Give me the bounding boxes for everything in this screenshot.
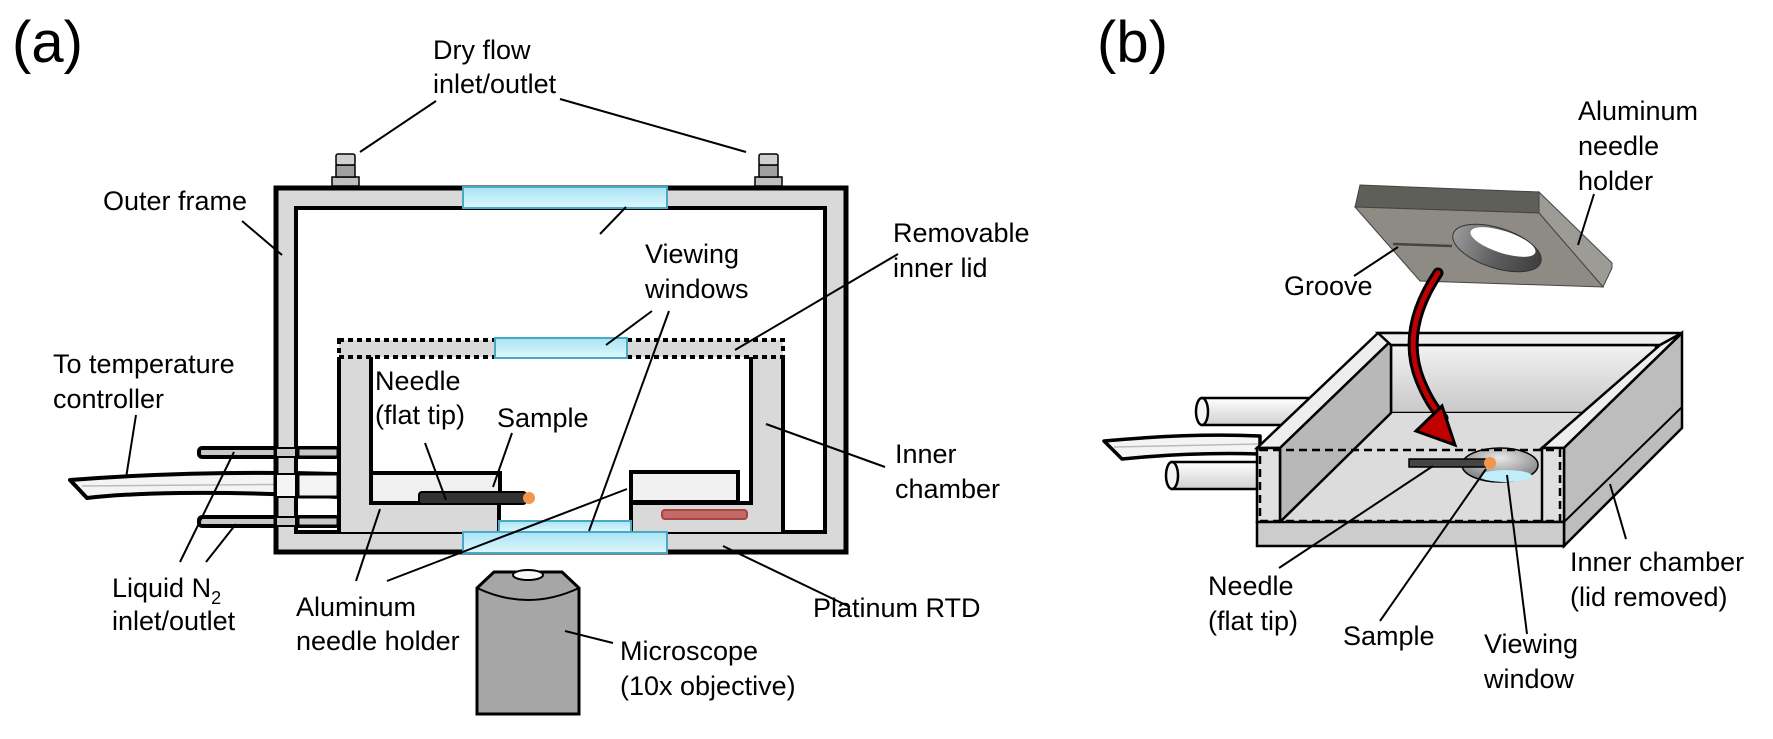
removed-lid-outline: [1258, 448, 1562, 523]
microscope: [475, 569, 581, 716]
label-liquid-n2: Liquid N2: [112, 573, 221, 608]
lid-viewing-window: [494, 337, 628, 359]
leader-lines-b: [1278, 193, 1627, 635]
label-temperature-controller: To temperature: [53, 349, 235, 379]
insertion-arrow: [1407, 267, 1458, 448]
label-microscope-2: (10x objective): [620, 671, 796, 701]
top-viewing-window: [462, 186, 668, 209]
label-b-aluminum-holder-3: holder: [1578, 166, 1653, 196]
label-outer-frame: Outer frame: [103, 186, 247, 216]
label-b-inner-chamber: Inner chamber: [1570, 547, 1744, 577]
label-viewing-windows-2: windows: [644, 274, 749, 304]
viewing-window-glass: [1480, 470, 1532, 482]
label-b-aluminum-holder: Aluminum: [1578, 96, 1698, 126]
label-needle-2: (flat tip): [375, 400, 465, 430]
panel-a-label: (a): [12, 10, 83, 75]
label-dry-flow-2: inlet/outlet: [433, 69, 557, 99]
liquid-n2-text: Liquid N: [112, 573, 211, 603]
label-inner-chamber: Inner: [895, 439, 957, 469]
bottom-viewing-window: [462, 531, 668, 554]
needle: [418, 491, 527, 505]
label-dry-flow: Dry flow: [433, 35, 531, 65]
needle-holder-right: [629, 470, 740, 504]
label-microscope: Microscope: [620, 636, 758, 666]
label-b-groove: Groove: [1284, 271, 1373, 301]
label-b-inner-chamber-2: (lid removed): [1570, 582, 1728, 612]
label-b-aluminum-holder-2: needle: [1578, 131, 1659, 161]
liquid-n2-subscript: 2: [211, 588, 221, 608]
leader-lines-a: [125, 98, 899, 644]
label-inner-chamber-2: chamber: [895, 474, 1000, 504]
sample-dot: [523, 492, 535, 504]
platinum-rtd: [661, 509, 748, 520]
label-platinum-rtd: Platinum RTD: [813, 593, 981, 623]
label-b-viewing-window-2: window: [1483, 664, 1575, 694]
label-needle: Needle: [375, 366, 461, 396]
label-liquid-n2-2: inlet/outlet: [112, 606, 236, 636]
needle-holder-plate: [1353, 184, 1613, 288]
inner-chamber-box: [1253, 330, 1684, 550]
needle-b: [1408, 458, 1488, 468]
label-sample: Sample: [497, 403, 589, 433]
label-b-needle: Needle: [1208, 571, 1294, 601]
label-temperature-controller-2: controller: [53, 384, 164, 414]
label-removable-lid: Removable: [893, 218, 1030, 248]
label-aluminum-holder-2: needle holder: [296, 626, 460, 656]
label-b-viewing-window: Viewing: [1484, 629, 1578, 659]
dry-flow-fitting-left: [331, 153, 360, 187]
label-viewing-windows: Viewing: [645, 239, 739, 269]
sample-dot-b: [1484, 457, 1496, 469]
panel-b-label: (b): [1097, 10, 1168, 75]
label-aluminum-holder: Aluminum: [296, 592, 416, 622]
groove-line: [1392, 242, 1453, 248]
tubes-b: [1102, 396, 1314, 491]
dry-flow-fitting-right: [754, 153, 783, 187]
label-removable-lid-2: inner lid: [893, 253, 988, 283]
label-b-sample: Sample: [1343, 621, 1435, 651]
panel-a: (a): [12, 10, 1030, 716]
label-b-needle-2: (flat tip): [1208, 606, 1298, 636]
tube-pass-through: [275, 446, 340, 528]
panel-b: (b): [1097, 10, 1744, 694]
